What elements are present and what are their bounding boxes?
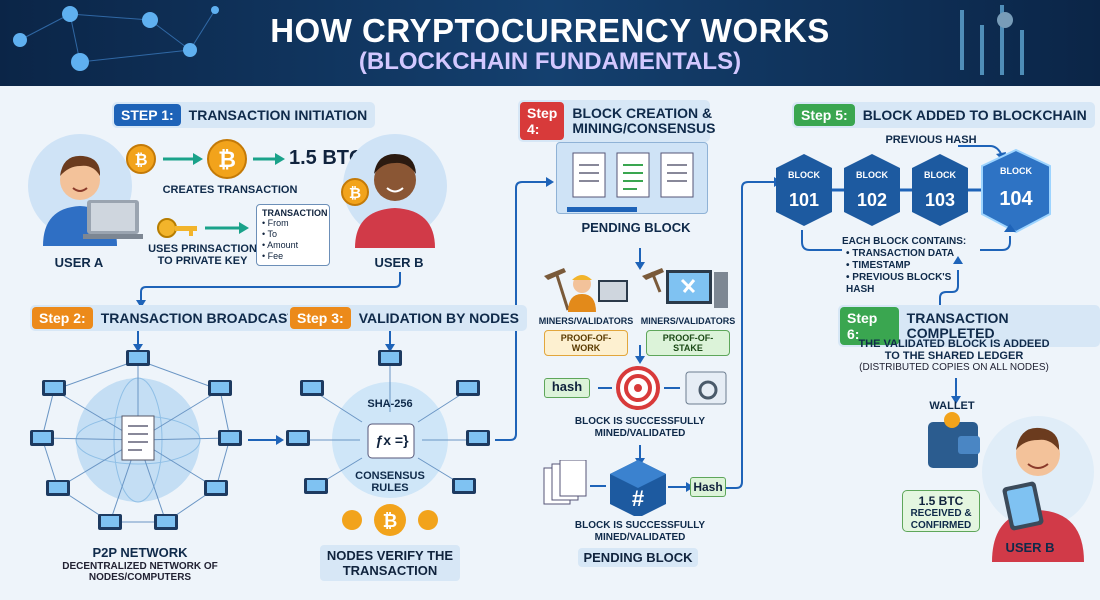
block-101: 101 (788, 190, 820, 210)
validation-nodes-icon: ₿ (286, 350, 490, 536)
user-a-label: USER A (54, 255, 104, 270)
block-104: 104 (999, 188, 1033, 210)
block-103: 103 (924, 190, 956, 210)
step5-badge: Step 5: (794, 104, 855, 126)
step4-title: BLOCK CREATION & MINING/CONSENSUS (572, 105, 716, 136)
hash-chip: hash (544, 378, 590, 398)
contains-item: • PREVIOUS BLOCK'S HASH (846, 272, 952, 295)
ledger-desc-2: (DISTRIBUTED COPIES ON ALL NODES) (859, 362, 1049, 373)
user-a-laptop-icon (28, 134, 143, 246)
received-text: RECEIVED & CONFIRMED (910, 508, 972, 531)
received-amount: 1.5 BTC (918, 494, 964, 508)
step2-badge: Step 2: (32, 307, 93, 329)
step3-badge: Step 3: (290, 307, 351, 329)
step5-title: BLOCK ADDED TO BLOCKCHAIN (862, 106, 1087, 123)
mined-label-2: BLOCK IS SUCCESSFULLY MINED/VALIDATED (574, 520, 706, 543)
block-contents-list: EACH BLOCK CONTAINS: • TRANSACTION DATA … (842, 236, 982, 296)
tx-field-fee: • Fee (262, 251, 284, 261)
proof-of-work-badge: PROOF-OF-WORK (544, 330, 628, 356)
private-key-label: USES PRINSACTION TO PRIVATE KEY (148, 243, 257, 267)
previous-hash-label: PREVIOUS HASH (885, 134, 977, 146)
documents-icon (567, 152, 694, 212)
nodes-verify-label: NODES VERIFY THE TRANSACTION (320, 545, 460, 581)
miners-label-2: MINERS/VALIDATORS (640, 316, 736, 326)
step3-header: Step 3: VALIDATION BY NODES (288, 305, 527, 331)
step5-header: Step 5: BLOCK ADDED TO BLOCKCHAIN (792, 102, 1095, 128)
sha256-label: SHA-256 (367, 398, 413, 410)
p2p-network-globe-icon (30, 350, 242, 530)
page-title: HOW CRYPTOCURRENCY WORKS (270, 12, 830, 49)
blockchain-cubes-icon (776, 145, 1051, 251)
step1-badge: STEP 1: (114, 104, 181, 126)
user-b-final-label: USER B (1005, 540, 1055, 555)
pending-block-label: PENDING BLOCK (581, 220, 691, 235)
block-hash-cube-icon: # (543, 460, 666, 516)
tx-field-to: • To (262, 229, 278, 239)
block-102: 102 (856, 190, 888, 210)
svg-text:#: # (632, 486, 644, 511)
header-banner: HOW CRYPTOCURRENCY WORKS (BLOCKCHAIN FUN… (0, 0, 1100, 86)
step6-title: TRANSACTION COMPLETED (906, 310, 1009, 341)
block-word-101: BLOCK (788, 170, 820, 180)
step6-badge: Step 6: (840, 307, 899, 345)
step1-header: STEP 1: TRANSACTION INITIATION (112, 102, 376, 128)
step4-badge: Step 4: (520, 102, 565, 140)
hash-chip-2: Hash (690, 477, 726, 497)
received-badge: 1.5 BTC RECEIVED & CONFIRMED (902, 490, 980, 532)
tx-field-amount: • Amount (262, 240, 299, 250)
user-b-bitcoin-icon: ₿ (341, 134, 447, 248)
network-background (13, 5, 1024, 75)
key-icon (157, 218, 249, 238)
miners-icon (544, 268, 728, 312)
svg-text:₿: ₿ (383, 511, 398, 531)
step1-title: TRANSACTION INITIATION (188, 106, 368, 123)
step3-title: VALIDATION BY NODES (358, 309, 519, 326)
mined-label-1: BLOCK IS SUCCESSFULLY MINED/VALIDATED (574, 416, 706, 439)
p2p-network-title: P2P NETWORK (92, 545, 188, 560)
step2-title: TRANSACTION BROADCAST (100, 309, 296, 326)
bitcoin-transfer-icon: ₿ ₿ (126, 139, 285, 179)
miners-label-1: MINERS/VALIDATORS (538, 316, 634, 326)
p2p-network-desc: DECENTRALIZED NETWORK OF NODES/COMPUTERS (62, 561, 218, 583)
consensus-rules-label: CONSENSUS RULES (355, 470, 425, 494)
page-subtitle: (BLOCKCHAIN FUNDAMENTALS) (358, 48, 742, 75)
block-word-104: BLOCK (1000, 166, 1032, 176)
wallet-label: WALLET (929, 400, 975, 412)
svg-text:₿: ₿ (218, 147, 236, 172)
svg-text:₿: ₿ (349, 185, 361, 202)
contains-item: • TIMESTAMP (846, 260, 911, 271)
tx-field-from: • From (262, 218, 289, 228)
ledger-desc: THE VALIDATED BLOCK IS ADDEED TO THE SHA… (858, 338, 1050, 362)
transaction-card: TRANSACTION • From • To • Amount • Fee (256, 204, 330, 266)
pending-block-label-2: PENDING BLOCK (578, 548, 698, 567)
creates-transaction-label: CREATES TRANSACTION (162, 184, 298, 196)
block-word-103: BLOCK (924, 170, 956, 180)
step4-header: Step 4: BLOCK CREATION & MINING/CONSENSU… (518, 100, 715, 142)
pending-block-box (556, 142, 708, 214)
wallet-user-icon (928, 412, 1094, 562)
transaction-card-title: TRANSACTION (262, 208, 328, 218)
hash-formula-label: ƒx =} (375, 432, 409, 448)
proof-of-stake-badge: PROOF-OF-STAKE (646, 330, 730, 356)
step2-header: Step 2: TRANSACTION BROADCAST (30, 305, 304, 331)
target-gear-icon (598, 366, 727, 410)
contains-item: • TRANSACTION DATA (846, 248, 955, 259)
svg-text:₿: ₿ (134, 151, 147, 169)
block-word-102: BLOCK (856, 170, 888, 180)
user-b-label: USER B (374, 255, 424, 270)
step6-header: Step 6: TRANSACTION COMPLETED (838, 305, 1100, 347)
block-contains-title: EACH BLOCK CONTAINS: (842, 236, 967, 247)
amount-label: 1.5 BTC (289, 147, 364, 169)
